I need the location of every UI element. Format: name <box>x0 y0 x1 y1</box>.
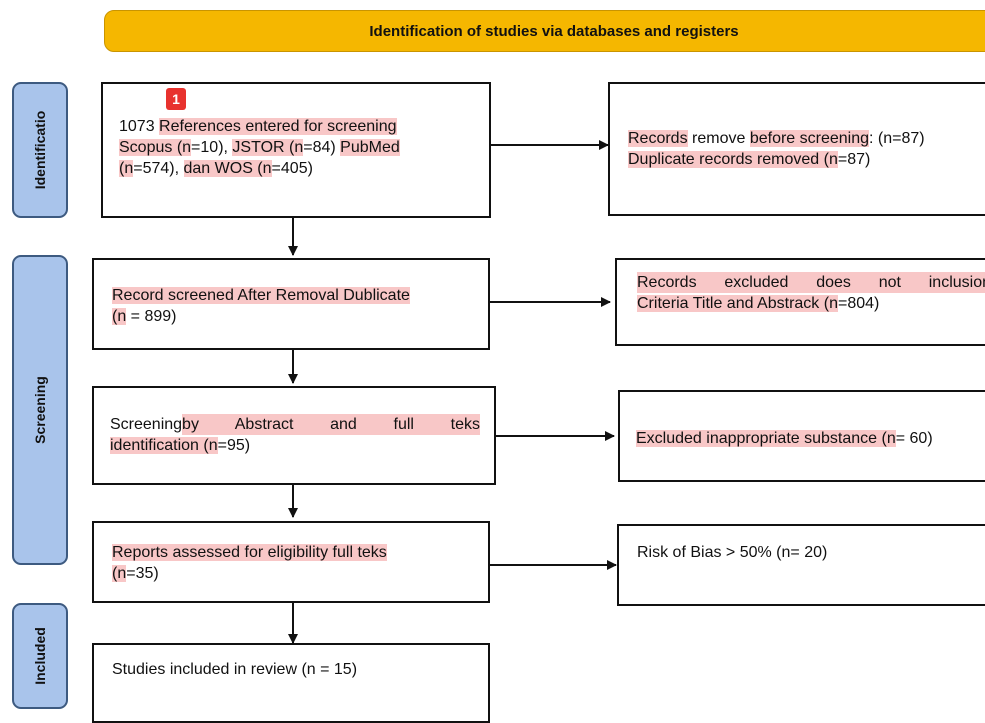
annotation-badge: 1 <box>166 88 186 110</box>
text-fragment: n <box>829 295 838 313</box>
phase-screening: Screening <box>12 255 68 565</box>
text-fragment: =574), <box>133 160 184 178</box>
text-fragment: =87) <box>837 151 871 169</box>
text-fragment: dan WOS ( <box>183 160 263 178</box>
text-fragment: =804) <box>837 295 880 313</box>
text-fragment: Criteria Title and Abstrack ( <box>637 295 830 313</box>
text-fragment: PubMed <box>340 139 400 157</box>
box-risk-of-bias: Risk of Bias > 50% (n= 20) <box>617 524 985 606</box>
text-fragment: n <box>294 139 304 157</box>
text-fragment: Studies included in review (n = 15) <box>112 661 358 678</box>
text-fragment: References entered for screening <box>159 118 397 135</box>
text-fragment: Records excluded does not inclusion <box>637 272 985 294</box>
text-fragment: =95) <box>217 437 251 455</box>
text-fragment: Scopus ( <box>119 139 183 157</box>
box-record-screened: Record screened After Removal Dublicate … <box>92 258 490 350</box>
text-fragment: Duplicate records removed ( <box>628 151 829 169</box>
box-screening-abstract: Screening by Abstract and full teks iden… <box>92 386 496 485</box>
header-banner: Identification of studies via databases … <box>104 10 985 52</box>
text-fragment: Risk of Bias > 50% (n= 20) <box>637 544 828 561</box>
box-studies-included: Studies included in review (n = 15) <box>92 643 490 723</box>
text-fragment: n <box>828 151 838 169</box>
text-fragment: n <box>182 139 192 157</box>
text-fragment: identification ( <box>110 437 209 455</box>
text-fragment: ( <box>112 565 118 583</box>
text-fragment: n <box>124 160 134 178</box>
phase-included: Included <box>12 603 68 709</box>
text-fragment: remove <box>687 130 750 147</box>
text-fragment: =405) <box>271 160 313 178</box>
text-fragment: by Abstract and full teks <box>182 414 480 436</box>
text-fragment: Record screened After Removal Dublicate <box>112 287 410 304</box>
text-fragment: 1073 <box>119 118 160 135</box>
box-records-removed: Records remove before screening: (n=87) … <box>608 82 985 216</box>
box-reports-assessed: Reports assessed for eligibility full te… <box>92 521 490 603</box>
text-fragment: =10), <box>191 139 233 157</box>
text-fragment: (n <box>112 308 127 326</box>
text-fragment: before screening <box>749 130 870 147</box>
text-fragment: n <box>886 430 896 447</box>
text-fragment: Excluded inappropriate substance ( <box>636 430 887 447</box>
text-fragment: Reports assessed for eligibility full te… <box>112 544 387 561</box>
text-fragment: =35) <box>126 565 159 583</box>
box-excluded-substance: Excluded inappropriate substance (n= 60) <box>618 390 985 482</box>
text-fragment: Records <box>628 130 688 147</box>
text-fragment: : (n=87) <box>869 130 925 147</box>
header-title: Identification of studies via databases … <box>369 22 739 40</box>
phase-identification: Identificatio <box>12 82 68 218</box>
text-fragment: = 60) <box>895 430 933 447</box>
text-fragment: ( <box>119 160 125 178</box>
text-fragment: JSTOR ( <box>232 139 295 157</box>
box-references-entered: 1073 References entered for screening Sc… <box>101 82 491 218</box>
text-fragment: n <box>117 565 127 583</box>
text-fragment: =84) <box>303 139 341 157</box>
box-records-excluded: Records excluded does not inclusion Crit… <box>615 258 985 346</box>
text-fragment: Screening <box>110 416 183 433</box>
text-fragment: n <box>262 160 272 178</box>
text-fragment: = 899) <box>126 308 177 326</box>
text-fragment: n <box>208 437 218 455</box>
